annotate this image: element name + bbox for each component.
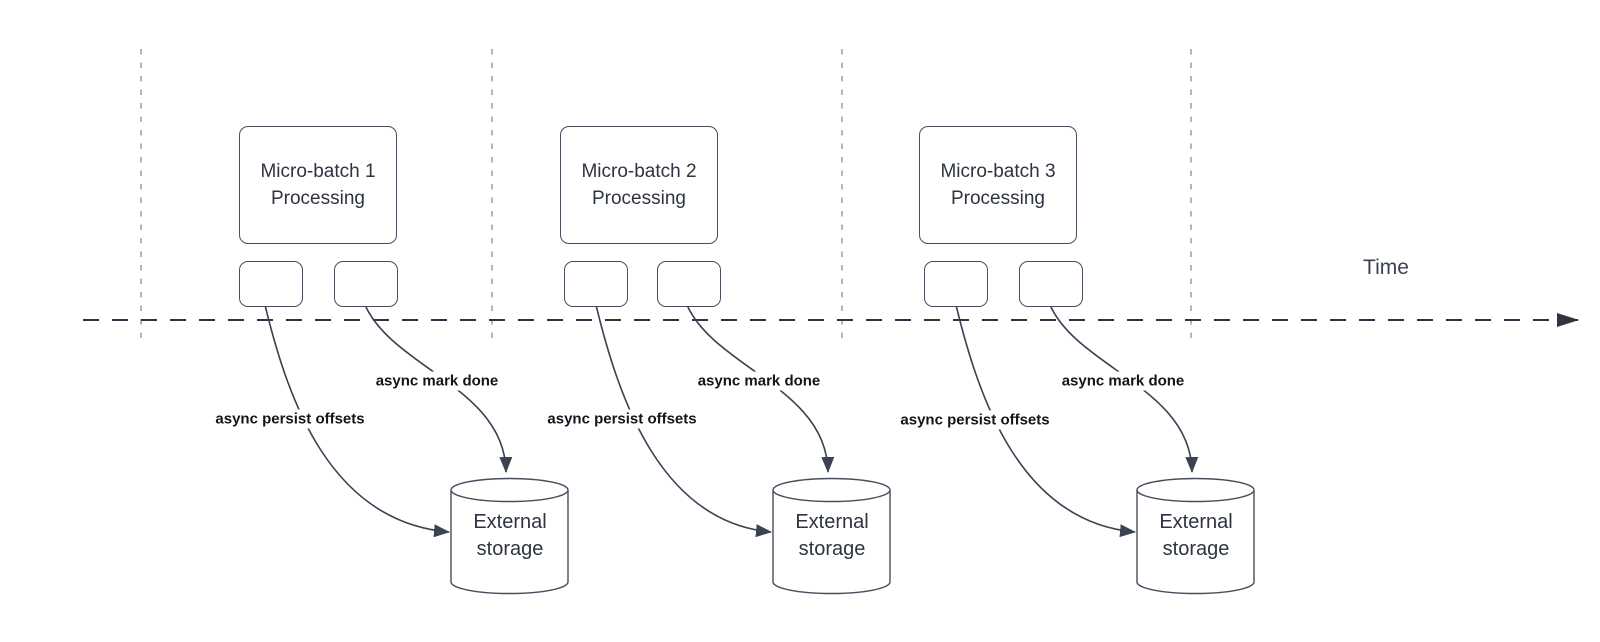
cylinder-body: [1136, 490, 1255, 595]
mark-done-label-3: async mark done: [1058, 371, 1188, 391]
cylinder-body: [772, 490, 891, 595]
cylinder-body: [450, 490, 569, 595]
offset-task-box-2: [564, 261, 628, 307]
persist-offsets-arrow-2: [595, 304, 772, 538]
commit-task-box-2: [657, 261, 721, 307]
storage-cylinder-1: [450, 477, 569, 595]
cylinder-top: [772, 477, 891, 503]
offset-task-box-3: [924, 261, 988, 307]
commit-task-box-3: [1019, 261, 1083, 307]
micro-batch-2-label: Micro-batch 2 Processing: [581, 161, 697, 209]
storage-cylinder-2: [772, 477, 891, 595]
micro-batch-3-label: Micro-batch 3 Processing: [940, 161, 1056, 209]
persist-offsets-label-2: async persist offsets: [544, 409, 700, 429]
time-axis-label: Time: [1363, 256, 1409, 279]
storage-cylinder-3: [1136, 477, 1255, 595]
persist-offsets-arrow-3: [955, 304, 1136, 538]
cylinder-top: [1136, 477, 1255, 503]
external-storage-label-2: External storage: [795, 511, 869, 560]
persist-offsets-label-1: async persist offsets: [212, 409, 368, 429]
cylinder-top: [450, 477, 569, 503]
micro-batch-2-box: Micro-batch 2 Processing: [560, 126, 718, 244]
micro-batch-3-box: Micro-batch 3 Processing: [919, 126, 1077, 244]
micro-batch-1-box: Micro-batch 1 Processing: [239, 126, 397, 244]
persist-offsets-label-3: async persist offsets: [897, 410, 1053, 430]
external-storage-label-1: External storage: [473, 511, 547, 560]
commit-task-box-1: [334, 261, 398, 307]
offset-task-box-1: [239, 261, 303, 307]
external-storage-label-3: External storage: [1159, 511, 1233, 560]
persist-offsets-arrow-1: [264, 304, 450, 538]
mark-done-label-1: async mark done: [372, 371, 502, 391]
mark-done-label-2: async mark done: [694, 371, 824, 391]
micro-batch-1-label: Micro-batch 1 Processing: [260, 161, 376, 209]
